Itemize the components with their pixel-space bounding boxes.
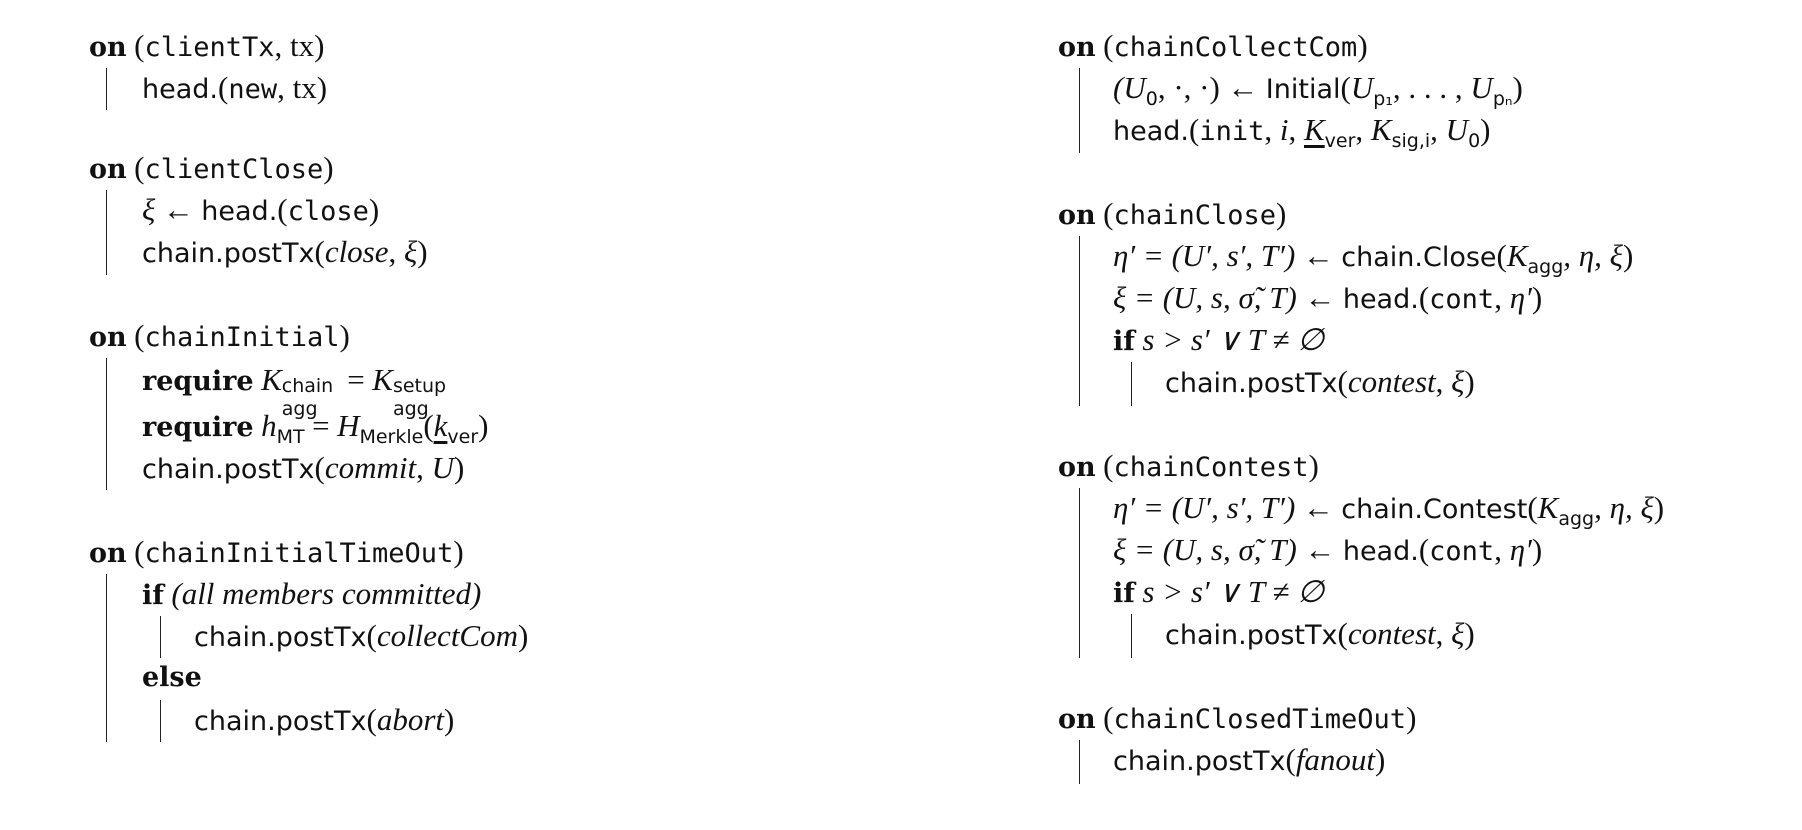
keyword-on: on: [1058, 200, 1096, 231]
stmt-line: (U0, ·, ·) ← Initial(Up₁, . . . , Upₙ): [1113, 70, 1523, 110]
stmt-line: ξ = (U, s, σ̃, T) ← head.(cont, η′): [1113, 280, 1543, 315]
handler-header-chainClosedTimeOut: on (chainClosedTimeOut): [1058, 700, 1417, 735]
block-bar: [1079, 488, 1080, 658]
stmt-line: chain.postTx(contest, ξ): [1165, 616, 1475, 651]
keyword-on: on: [89, 154, 127, 185]
event-name: chainContest: [1113, 452, 1309, 483]
keyword-on: on: [1058, 704, 1096, 735]
handler-header-chainCollectCom: on (chainCollectCom): [1058, 28, 1368, 63]
handler-header-chainInitial: on (chainInitial): [89, 318, 350, 353]
block-bar: [106, 190, 107, 275]
block-bar: [1079, 236, 1080, 406]
stmt-line: η′ = (U′, s′, T′) ← chain.Contest(Kagg, …: [1113, 490, 1665, 530]
stmt-line: chain.postTx(close, ξ): [142, 234, 428, 269]
event-name: clientClose: [144, 154, 324, 185]
event-arg: tx: [290, 28, 315, 63]
event-name: chainInitialTimeOut: [144, 538, 454, 569]
block-bar: [106, 358, 107, 490]
event-name: chainClosedTimeOut: [1113, 704, 1407, 735]
stmt-line: chain.postTx(collectCom): [194, 618, 529, 653]
handler-header-chainClose: on (chainClose): [1058, 196, 1287, 231]
stmt-line: if s > s′ ∨ T ≠ ∅: [1113, 574, 1325, 609]
event-name: clientTx: [144, 32, 275, 63]
keyword-on: on: [1058, 32, 1096, 63]
block-bar: [160, 616, 161, 658]
block-bar: [160, 700, 161, 742]
stmt-line: ξ = (U, s, σ̃, T) ← head.(cont, η′): [1113, 532, 1543, 567]
stmt-line: ξ ← head.(close): [142, 192, 380, 227]
stmt-line: chain.postTx(contest, ξ): [1165, 364, 1475, 399]
event-name: chainInitial: [144, 322, 340, 353]
stmt-line: if (all members committed): [142, 576, 482, 611]
keyword-on: on: [1058, 452, 1096, 483]
event-name: chainCollectCom: [1113, 32, 1358, 63]
stmt-line: head.(init, i, Kver, Ksig,i, U0): [1113, 112, 1491, 152]
stmt-line: else: [142, 662, 202, 693]
stmt-line: chain.postTx(commit, U): [142, 450, 465, 485]
block-bar: [1079, 740, 1080, 784]
handler-header-clientClose: on (clientClose): [89, 150, 334, 185]
stmt-line: require hMT = HMerkle(kver): [142, 408, 489, 448]
handler-header-chainContest: on (chainContest): [1058, 448, 1319, 483]
stmt-line: η′ = (U′, s′, T′) ← chain.Close(Kagg, η,…: [1113, 238, 1634, 278]
block-bar: [106, 68, 107, 110]
stmt-line: chain.postTx(fanout): [1113, 742, 1386, 777]
keyword-on: on: [89, 538, 127, 569]
block-bar: [106, 574, 107, 742]
stmt-line: if s > s′ ∨ T ≠ ∅: [1113, 322, 1325, 357]
block-bar: [1079, 68, 1080, 153]
handler-header-clientTx: on (clientTx, tx): [89, 28, 325, 63]
block-bar: [1131, 614, 1132, 658]
stmt-line: chain.postTx(abort): [194, 702, 455, 737]
event-name: chainClose: [1113, 200, 1277, 231]
block-bar: [1131, 362, 1132, 406]
handler-header-chainInitialTimeOut: on (chainInitialTimeOut): [89, 534, 464, 569]
keyword-on: on: [89, 32, 127, 63]
stmt-line: head.(new, tx): [142, 70, 328, 105]
keyword-on: on: [89, 322, 127, 353]
